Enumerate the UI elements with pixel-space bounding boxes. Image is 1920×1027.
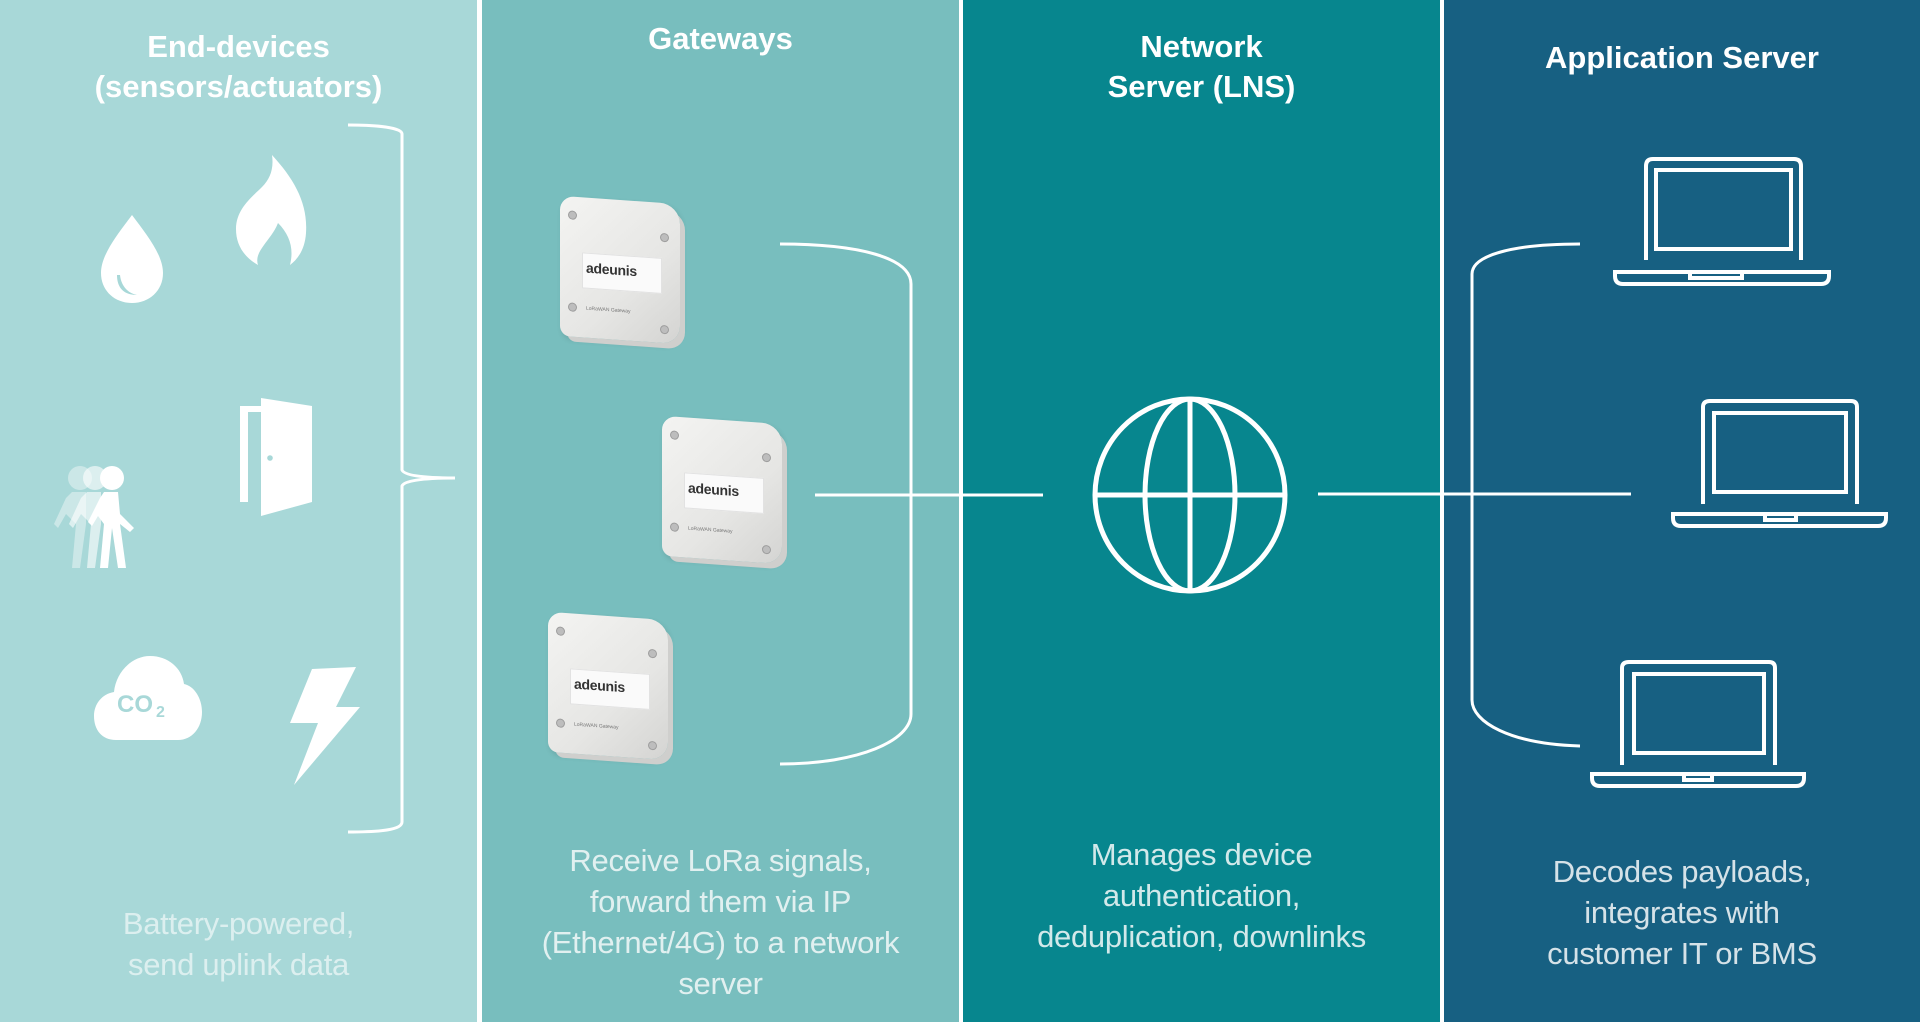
co2-cloud-icon: CO 2 [94,654,202,742]
network-server-title: Network Server (LNS) [1107,29,1296,104]
globe-icon [1092,396,1288,594]
co2-label: CO [117,691,153,718]
water-drop-icon [101,215,163,303]
laptop-icon [1613,157,1831,286]
column-end-devices: End-devices (sensors/actuators) Battery-… [0,0,477,1022]
door-icon [240,398,312,516]
laptop-icon [1671,399,1888,528]
application-server-description: Decodes payloads, integrates with custom… [1547,854,1817,971]
gateways-description: Receive LoRa signals, forward them via I… [541,843,900,1001]
network-server-description: Manages device authentication, deduplica… [1037,837,1366,954]
column-network-server: Network Server (LNS) Manages device auth… [963,0,1440,1022]
flame-icon [236,155,307,265]
walking-people-icon [54,466,134,568]
end-devices-brace [347,123,456,834]
application-server-title: Application Server [1545,40,1819,75]
co2-subscript: 2 [156,704,165,721]
app-server-bracket [1470,242,1581,748]
laptop-icon [1590,660,1806,788]
lightning-icon [290,667,360,785]
end-devices-title: End-devices (sensors/actuators) [94,29,383,104]
gateways-bracket [779,242,913,766]
gateways-title: Gateways [648,21,793,56]
end-devices-description: Battery-powered, send uplink data [122,906,355,982]
column-gateways: Gateways Receive LoRa signals, forward t… [482,0,959,1022]
